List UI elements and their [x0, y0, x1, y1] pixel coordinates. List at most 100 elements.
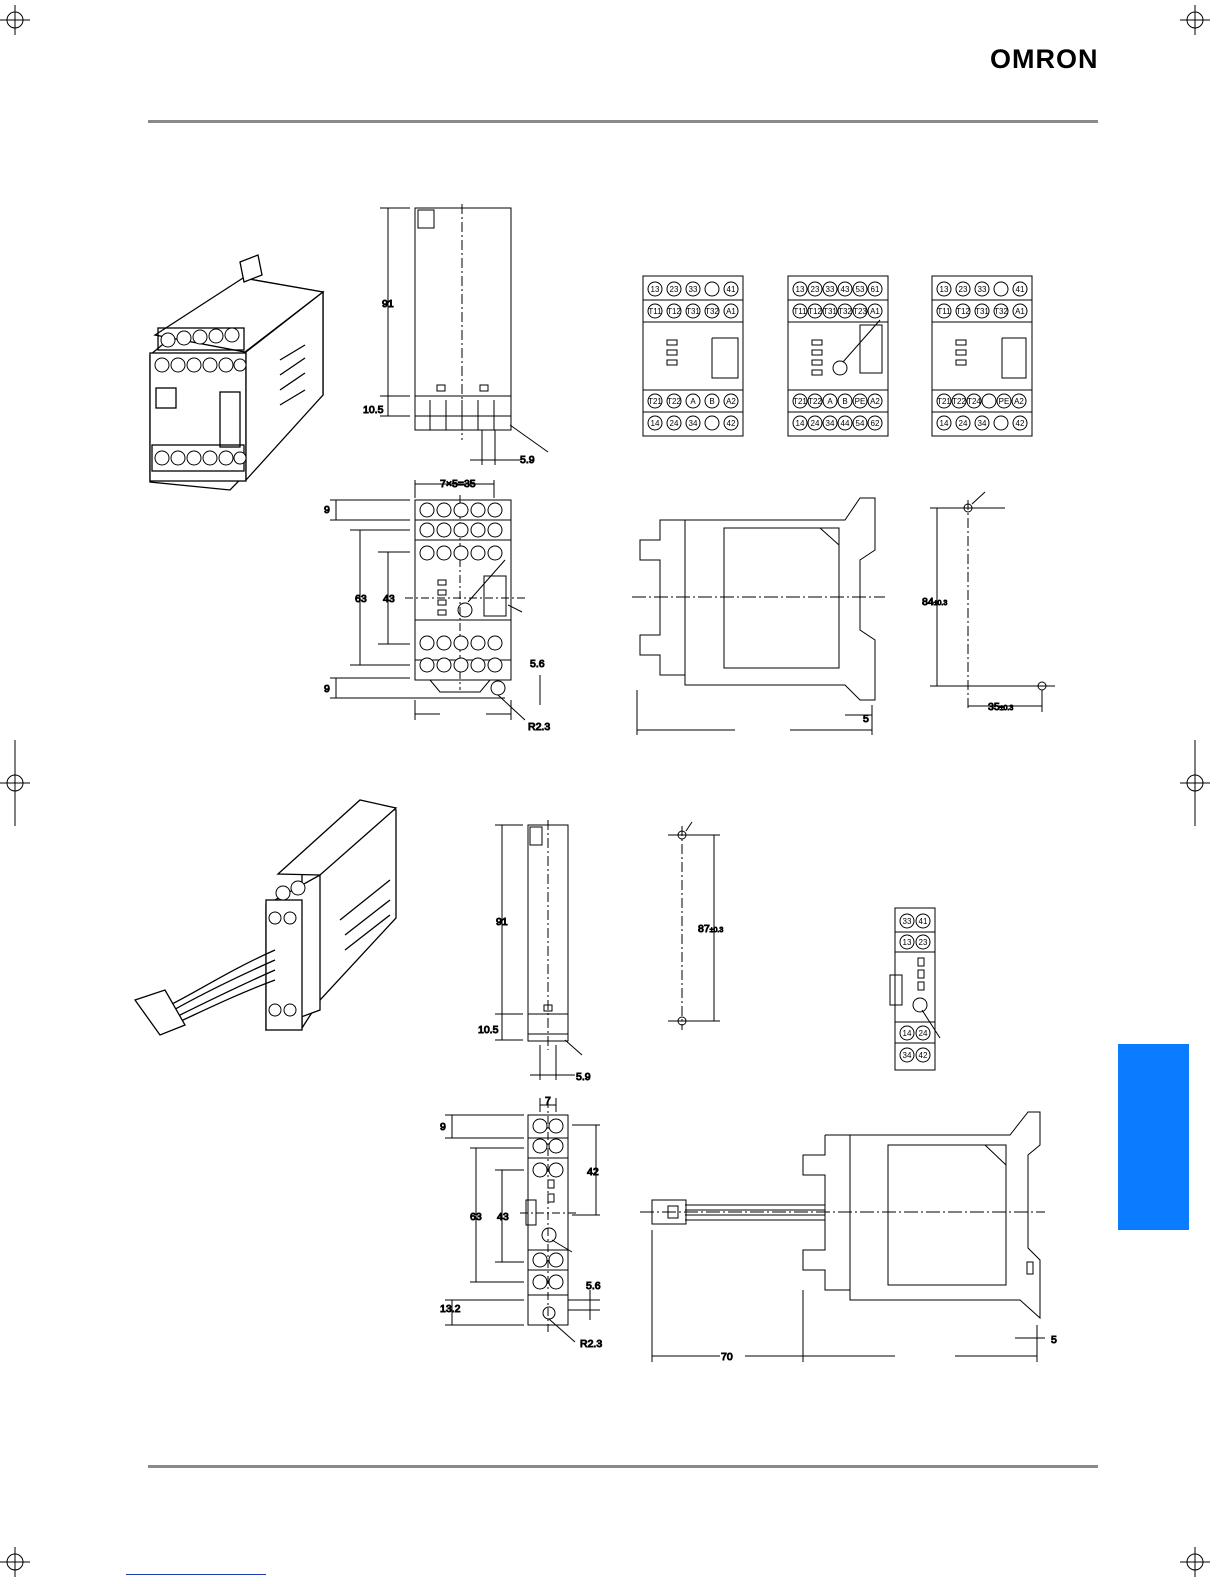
upper-front-665-4-terminal: [487, 657, 503, 673]
upper-hole-horizontal: 35±0.3: [988, 701, 1013, 713]
layout1-top_row_2-terminal: [723, 303, 739, 319]
upper-front-530-2-terminal: [453, 522, 469, 538]
layout1-bottom_row_1-terminal-label: T22: [667, 397, 681, 406]
lower-front-1170-1-terminal: [548, 1162, 564, 1178]
upper-front-outer-height: 63: [355, 593, 367, 605]
upper-front-665-1-terminal: [436, 657, 452, 673]
layout2-top_row_2-terminal: [807, 303, 823, 319]
layout3-top_row_1-terminal: [936, 281, 952, 297]
layout2-bottom_row_1-terminal: [867, 393, 883, 409]
lower-front-1126-1-terminal: [548, 1118, 564, 1134]
layout1-top_row_1-terminal-label: 41: [727, 285, 736, 294]
layout2-top_row_2-terminal-label: T31: [823, 307, 837, 316]
layout1-top_row_1-terminal: [685, 281, 701, 297]
lower-front-view: [445, 1098, 600, 1343]
layout3-bottom_row_1-terminal: [996, 393, 1012, 409]
layout3-top_row_2-terminal: [993, 303, 1009, 319]
layout1-bottom_row_2-terminal: [723, 415, 739, 431]
lower-row_4-terminal-label: 42: [919, 1051, 928, 1060]
layout2-bottom_row_1-terminal: [822, 393, 838, 409]
lower-row_1-terminal-label: 33: [903, 917, 912, 926]
upper-profile-offset: 5: [863, 713, 869, 725]
layout2-bottom_row_2-terminal-label: 34: [826, 419, 835, 428]
layout1-bottom_row_1-terminal: [666, 393, 682, 409]
upper-front-553-3-terminal: [470, 545, 486, 561]
layout1-bottom_row_2-terminal-label: 42: [727, 419, 736, 428]
lower-front-offset: 5.6: [586, 1280, 601, 1292]
upper-front-553-1-terminal: [436, 545, 452, 561]
lower-front-upper-height: 42: [587, 1166, 599, 1178]
lower-front-1146-1-terminal: [548, 1138, 564, 1154]
layout3-bottom_row_2-terminal-label: 34: [978, 419, 987, 428]
layout3-bottom_row_1-terminal-label: PE: [999, 397, 1010, 406]
footer-rule: [148, 1465, 1098, 1468]
registration-mark-bl: [0, 1547, 30, 1577]
layout3-top_row_2-terminal-label: T31: [975, 307, 989, 316]
layout2-bottom_row_1-terminal-label: T21: [793, 397, 807, 406]
layout1-top_row_1-terminal: [704, 281, 720, 297]
lower-product-illustration: [133, 799, 398, 1036]
lower-row_4-terminal-label: 34: [903, 1051, 912, 1060]
layout2-bottom_row_2-terminal-label: 14: [796, 419, 805, 428]
layout2-top_row_1-terminal-label: 23: [811, 285, 820, 294]
layout3-top_row_2-terminal: [936, 303, 952, 319]
lower-front-outer-height: 63: [470, 1211, 482, 1223]
layout3-top_row_2-terminal-label: T32: [994, 307, 1008, 316]
layout3-bottom_row_2-terminal: [974, 415, 990, 431]
layout2-bottom_row_1-terminal: [807, 393, 823, 409]
layout2-bottom_row_1-terminal: [792, 393, 808, 409]
lower-row_1-terminal: [915, 913, 931, 929]
layout2-bottom_row_2-terminal: [867, 415, 883, 431]
layout3-bottom_row_2-terminal-label: 42: [1016, 419, 1025, 428]
layout2-bottom_row_2-terminal: [852, 415, 868, 431]
lower-terminal-layout: [889, 907, 941, 1071]
layout3-top_row_1-terminal: [1012, 281, 1028, 297]
layout3-top_row_1-terminal-label: 33: [978, 285, 987, 294]
registration-mark-tl: [0, 5, 30, 35]
layout2-top_row_1-terminal-label: 33: [826, 285, 835, 294]
layout1-bottom_row_2-terminal-label: 24: [670, 419, 679, 428]
layout2-top_row_1-terminal: [837, 281, 853, 297]
upper-front-530-3-terminal: [470, 522, 486, 538]
layout2-top_row_2-terminal-label: A1: [870, 307, 880, 316]
lower-front-1146-0-terminal: [532, 1138, 548, 1154]
layout1-top_row_2-terminal-label: T31: [686, 307, 700, 316]
lower-side-height-label: 91: [496, 916, 508, 928]
layout2-bottom_row_1-terminal-label: PE: [855, 397, 866, 406]
layout1-bottom_row_1-terminal-label: T21: [648, 397, 662, 406]
layout1-bottom_row_1-terminal-label: A: [690, 397, 696, 406]
layout2-top_row_1-terminal-label: 61: [871, 285, 880, 294]
lower-front-radius: R2.3: [580, 1338, 602, 1350]
layout2-bottom_row_1-terminal-label: T22: [808, 397, 822, 406]
layout1-bottom_row_2-terminal: [685, 415, 701, 431]
lower-front-bottom-margin: 13.2: [440, 1303, 461, 1315]
layout3-top_row_1-terminal-label: 41: [1016, 285, 1025, 294]
lower-profile-cable-length: 70: [721, 1351, 733, 1363]
layout2-bottom_row_2-terminal: [792, 415, 808, 431]
layout2-top_row_1-terminal-label: 43: [841, 285, 850, 294]
upper-front-pitch-label: 7×5=35: [440, 478, 476, 490]
terminal-layout-1: [642, 275, 744, 437]
upper-side-pitch-label: 5.9: [520, 454, 535, 466]
registration-mark-mr: [1180, 740, 1210, 826]
upper-front-510-3-terminal: [470, 502, 486, 518]
layout3-bottom_row_2-terminal: [1012, 415, 1028, 431]
layout1-bottom_row_1-terminal: [723, 393, 739, 409]
layout3-bottom_row_2-terminal-label: 24: [959, 419, 968, 428]
upper-front-665-0-terminal: [419, 657, 435, 673]
lower-front-1282-1-terminal: [548, 1274, 564, 1290]
layout3-bottom_row_2-terminal: [936, 415, 952, 431]
lower-front-inner-height: 43: [497, 1211, 509, 1223]
layout2-bottom_row_2-terminal: [822, 415, 838, 431]
layout3-top_row_2-terminal-label: A1: [1015, 307, 1025, 316]
upper-front-view: [330, 480, 541, 721]
layout1-bottom_row_1-terminal: [704, 393, 720, 409]
layout2-top_row_2-terminal: [852, 303, 868, 319]
lower-front-1260-0-terminal: [532, 1252, 548, 1268]
layout1-bottom_row_2-terminal: [666, 415, 682, 431]
layout1-bottom_row_2-terminal-label: 34: [689, 419, 698, 428]
layout2-bottom_row_2-terminal-label: 54: [856, 419, 865, 428]
layout2-bottom_row_1-terminal: [837, 393, 853, 409]
layout2-top_row_1-terminal: [822, 281, 838, 297]
